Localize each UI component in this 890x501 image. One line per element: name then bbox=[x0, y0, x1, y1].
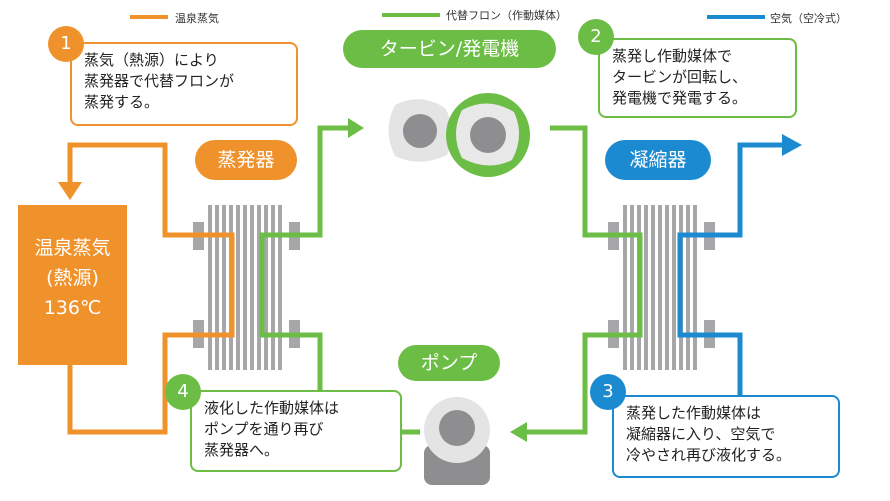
fluid-arrow-turbine bbox=[348, 118, 364, 138]
fluid-pipe-to-condenser bbox=[525, 125, 643, 435]
step-4-badge: 4 bbox=[165, 374, 201, 410]
heat-source-temp: 136℃ bbox=[43, 297, 102, 319]
steam-pipe bbox=[67, 142, 235, 435]
pump-icon bbox=[424, 397, 490, 485]
step-text: 蒸発器で代替フロンが bbox=[84, 72, 235, 90]
step-text: 蒸発器へ。 bbox=[204, 441, 280, 459]
step-text: 液化した作動媒体は bbox=[204, 399, 340, 417]
step-text: タービンが回転し、 bbox=[612, 68, 748, 86]
step-text: 凝縮器に入り、空気で bbox=[626, 425, 776, 443]
step-text: ポンプを通り再び bbox=[204, 420, 324, 438]
step-text: 蒸気（熱源）により bbox=[84, 51, 219, 69]
step-2-badge: 2 bbox=[578, 19, 614, 55]
step-3-box: 蒸発した作動媒体は 凝縮器に入り、空気で 冷やされ再び液化する。 bbox=[612, 395, 840, 478]
heat-source-sub: (熱源) bbox=[46, 267, 99, 289]
step-2-box: 蒸発し作動媒体で タービンが回転し、 発電機で発電する。 bbox=[598, 38, 797, 118]
condenser-label: 凝縮器 bbox=[605, 140, 711, 180]
heat-source-box: 温泉蒸気 (熱源) 136℃ bbox=[18, 205, 127, 365]
heat-source-title: 温泉蒸気 bbox=[34, 237, 111, 259]
step-4-box: 液化した作動媒体は ポンプを通り再び 蒸発器へ。 bbox=[190, 390, 402, 472]
step-1-badge: 1 bbox=[48, 26, 84, 62]
turbine-label: タービン/発電機 bbox=[343, 30, 556, 68]
step-text: 冷やされ再び液化する。 bbox=[626, 446, 792, 464]
turbine-gear-icon bbox=[388, 99, 453, 162]
legend-fluid: 代替フロン（作動媒体） bbox=[446, 9, 567, 22]
legend-air: 空気（空冷式） bbox=[770, 12, 847, 25]
condenser-plates bbox=[608, 205, 715, 370]
fluid-arrow-pump bbox=[510, 422, 527, 442]
evaporator-plates bbox=[193, 205, 300, 370]
step-text: 蒸発する。 bbox=[84, 93, 160, 111]
step-text: 蒸発した作動媒体は bbox=[626, 404, 762, 422]
air-arrow bbox=[782, 134, 802, 156]
step-3-badge: 3 bbox=[590, 374, 626, 410]
step-text: 蒸発し作動媒体で bbox=[612, 47, 733, 65]
generator-icon bbox=[446, 93, 530, 177]
step-text: 発電機で発電する。 bbox=[612, 89, 748, 107]
air-pipe bbox=[677, 142, 785, 395]
legend-steam: 温泉蒸気 bbox=[175, 12, 219, 25]
step-1-box: 蒸気（熱源）により 蒸発器で代替フロンが 蒸発する。 bbox=[70, 42, 298, 126]
evaporator-label: 蒸発器 bbox=[195, 140, 297, 180]
steam-arrow bbox=[58, 182, 82, 200]
pump-label: ポンプ bbox=[398, 345, 500, 381]
fluid-pipe-to-turbine bbox=[259, 125, 350, 395]
